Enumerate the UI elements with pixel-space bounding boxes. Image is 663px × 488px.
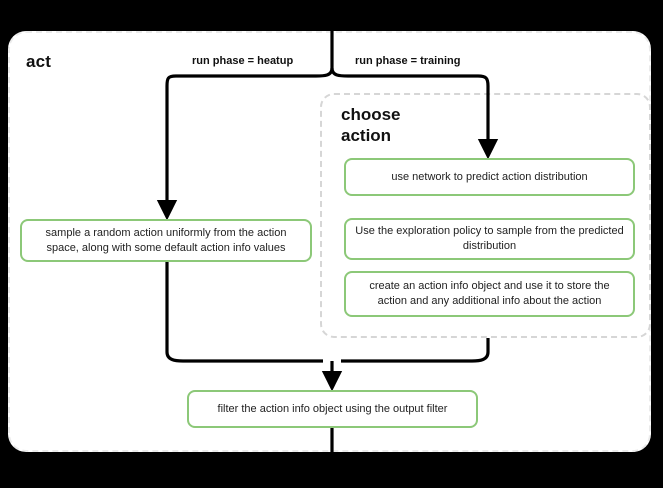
node-exploration-policy: Use the exploration policy to sample fro… [344,218,635,260]
node-use-network: use network to predict action distributi… [344,158,635,196]
node-sample-random-action: sample a random action uniformly from th… [20,219,312,262]
choose-action-scope-title: choose action [341,105,401,146]
edge-label-heatup: run phase = heatup [192,55,294,67]
node-create-action-info: create an action info object and use it … [344,271,635,317]
edge-label-training: run phase = training [355,55,461,67]
node-filter-action-info: filter the action info object using the … [187,390,478,428]
act-scope-title: act [26,52,52,71]
